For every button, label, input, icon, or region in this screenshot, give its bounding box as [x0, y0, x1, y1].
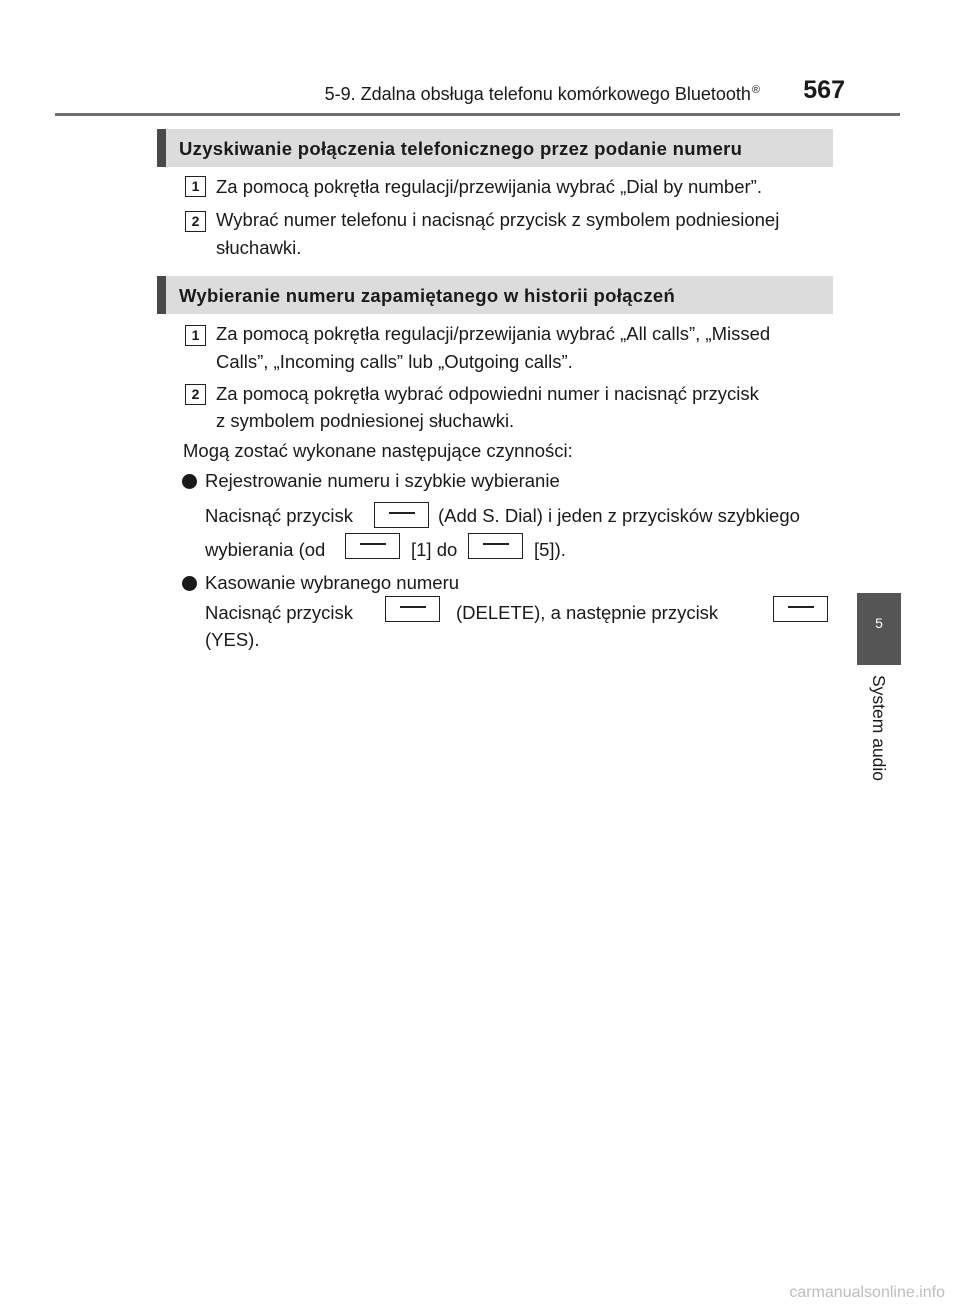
section-heading-text: Wybieranie numeru zapamiętanego w histor…: [179, 285, 676, 306]
speed-dial-1-key: [345, 533, 400, 559]
chapter-number: 5: [875, 615, 883, 631]
operations-intro: Mogą zostać wykonane następujące czynnoś…: [183, 440, 573, 461]
instruction-text: [5]).: [534, 539, 566, 560]
instruction-text: [1] do: [411, 539, 458, 560]
yes-key: [773, 596, 828, 622]
instruction-text: Nacisnąć przycisk: [205, 602, 354, 623]
running-header: 5-9. Zdalna obsługa telefonu komórkowego…: [0, 84, 760, 105]
bullet-dot: [182, 474, 197, 489]
registered-mark: ®: [751, 84, 760, 96]
delete-key: [385, 596, 440, 622]
chapter-label: System audio: [868, 675, 890, 790]
instruction-text: (DELETE), a następnie przycisk: [456, 602, 719, 623]
step-number-box: 1: [185, 325, 206, 346]
step-text: Za pomocą pokrętła regulacji/przewijania…: [216, 323, 771, 344]
step-text: Za pomocą pokrętła wybrać odpowiedni num…: [216, 383, 759, 404]
step-number-box: 1: [185, 176, 206, 197]
instruction-text: (YES).: [205, 629, 260, 650]
instruction-text: Nacisnąć przycisk: [205, 505, 354, 526]
step-number-box: 2: [185, 211, 206, 232]
step-text: Za pomocą pokrętła regulacji/przewijania…: [216, 176, 762, 197]
chapter-label-text: System audio: [869, 675, 889, 782]
speed-dial-5-key: [468, 533, 523, 559]
running-header-text: 5-9. Zdalna obsługa telefonu komórkowego…: [324, 84, 751, 104]
step-text-continued: z symbolem podniesionej słuchawki.: [216, 410, 515, 431]
step-text-continued: słuchawki.: [216, 237, 302, 258]
step-text: Wybrać numer telefonu i nacisnąć przycis…: [216, 209, 780, 230]
instruction-text: wybierania (od: [205, 539, 326, 560]
step-number-box: 2: [185, 384, 206, 405]
bullet-dot: [182, 576, 197, 591]
page-number: 567: [803, 76, 845, 104]
section-heading-call-history: Wybieranie numeru zapamiętanego w histor…: [157, 276, 833, 314]
section-heading-dial-by-number: Uzyskiwanie połączenia telefonicznego pr…: [157, 129, 833, 167]
instruction-text: (Add S. Dial) i jeden z przycisków szybk…: [438, 505, 800, 526]
bullet-title: Kasowanie wybranego numeru: [205, 572, 460, 593]
watermark-text: carmanualsonline.info: [789, 1284, 945, 1301]
bullet-title: Rejestrowanie numeru i szybkie wybierani…: [205, 470, 560, 491]
section-heading-text: Uzyskiwanie połączenia telefonicznego pr…: [179, 138, 743, 159]
header-rule: [55, 113, 900, 116]
step-text-continued: Calls”, „Incoming calls” lub „Outgoing c…: [216, 351, 573, 372]
chapter-tab: 5: [857, 593, 901, 665]
add-speed-dial-key: [374, 502, 429, 528]
